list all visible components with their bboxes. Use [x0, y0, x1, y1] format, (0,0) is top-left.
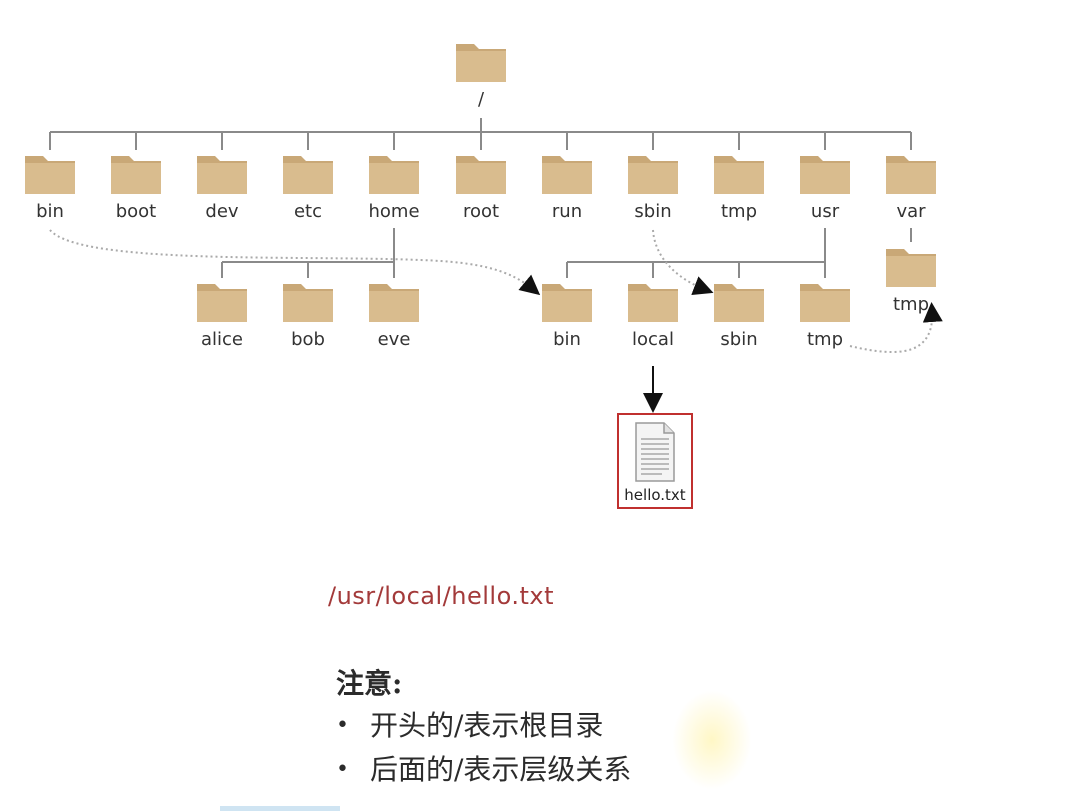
bullet-icon: • [336, 713, 349, 738]
tree-node-bob[interactable]: bob [268, 278, 348, 350]
folder-icon [540, 150, 594, 196]
tree-node-root-dir[interactable]: root [441, 150, 521, 222]
folder-label: local [632, 329, 674, 350]
tree-node-eve[interactable]: eve [354, 278, 434, 350]
folder-label: home [368, 201, 420, 222]
folder-label: tmp [806, 329, 844, 350]
bottom-strip [220, 806, 340, 811]
folder-icon [884, 150, 938, 196]
path-text: /usr/local/hello.txt [328, 582, 554, 610]
tree-node-usr-local[interactable]: local [613, 278, 693, 350]
folder-icon [367, 278, 421, 324]
file-label: hello.txt [624, 486, 686, 504]
folder-icon [454, 38, 508, 84]
folder-label: bob [291, 329, 325, 350]
tree-node-usr-tmp[interactable]: tmp [785, 278, 865, 350]
note-item: • 开头的/表示根目录 [336, 704, 631, 748]
tree-node-alice[interactable]: alice [182, 278, 262, 350]
tree-node-usr-bin[interactable]: bin [527, 278, 607, 350]
folder-label: alice [200, 329, 243, 350]
folder-label: usr [810, 201, 840, 222]
folder-label: dev [205, 201, 239, 222]
folder-icon [281, 278, 335, 324]
folder-icon [712, 150, 766, 196]
folder-label: boot [115, 201, 157, 222]
tree-node-tmp[interactable]: tmp [699, 150, 779, 222]
folder-icon [281, 150, 335, 196]
folder-icon [109, 150, 163, 196]
folder-label: run [551, 201, 583, 222]
tree-node-bin[interactable]: bin [10, 150, 90, 222]
folder-icon [884, 243, 938, 289]
folder-icon [195, 150, 249, 196]
folder-label: sbin [720, 329, 758, 350]
folder-label: root [462, 201, 500, 222]
folder-label: sbin [634, 201, 672, 222]
tree-node-sbin[interactable]: sbin [613, 150, 693, 222]
folder-label: var [896, 201, 926, 222]
folder-label: bin [36, 201, 64, 222]
folder-icon [367, 150, 421, 196]
note-item: • 后面的/表示层级关系 [336, 748, 631, 792]
folder-icon [23, 150, 77, 196]
note-item-text: 后面的/表示层级关系 [370, 753, 632, 786]
tree-node-usr[interactable]: usr [785, 150, 865, 222]
folder-icon [798, 150, 852, 196]
folder-icon [454, 150, 508, 196]
tree-node-usr-sbin[interactable]: sbin [699, 278, 779, 350]
folder-label: bin [553, 329, 581, 350]
tree-node-dev[interactable]: dev [182, 150, 262, 222]
root-label: / [477, 89, 485, 110]
folder-icon [626, 278, 680, 324]
cursor-highlight [672, 690, 752, 790]
tree-node-home[interactable]: home [354, 150, 434, 222]
tree-node-var-tmp[interactable]: tmp [871, 243, 951, 315]
tree-node-etc[interactable]: etc [268, 150, 348, 222]
folder-label: tmp [892, 294, 930, 315]
folder-icon [540, 278, 594, 324]
folder-icon [195, 278, 249, 324]
tree-node-var[interactable]: var [871, 150, 951, 222]
note-block: 注意: • 开头的/表示根目录 • 后面的/表示层级关系 [336, 664, 631, 792]
tree-node-boot[interactable]: boot [96, 150, 176, 222]
folder-icon [712, 278, 766, 324]
folder-label: etc [293, 201, 323, 222]
document-icon [632, 421, 678, 483]
note-title: 注意: [336, 667, 403, 700]
tree-node-root[interactable]: / [441, 38, 521, 110]
note-item-text: 开头的/表示根目录 [370, 709, 604, 742]
folder-icon [798, 278, 852, 324]
tree-node-run[interactable]: run [527, 150, 607, 222]
bullet-icon: • [336, 757, 349, 782]
file-hello-txt[interactable]: hello.txt [617, 413, 693, 509]
folder-label: eve [377, 329, 411, 350]
folder-label: tmp [720, 201, 758, 222]
folder-icon [626, 150, 680, 196]
